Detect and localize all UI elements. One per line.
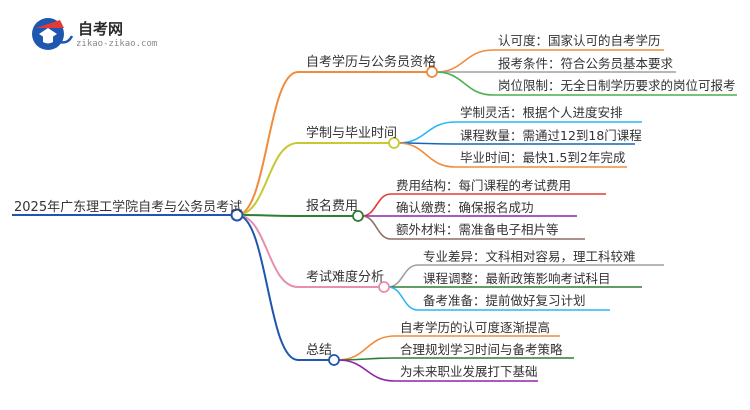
leaf-connector <box>397 142 627 168</box>
leaf-label[interactable]: 报考条件：符合公务员基本要求 <box>498 56 674 71</box>
leaf-label[interactable]: 备考准备：提前做好复习计划 <box>423 293 586 308</box>
branch-label-summary[interactable]: 总结 <box>306 343 333 358</box>
logo-icon <box>32 18 74 50</box>
leaf-label[interactable]: 为未来职业发展打下基础 <box>400 364 538 379</box>
branch-connector <box>236 71 299 216</box>
leaf-connector <box>361 215 585 240</box>
leaf-connector <box>387 286 610 311</box>
leaf-label[interactable]: 课程调整：最新政策影响考试科目 <box>423 271 611 286</box>
branch-node-dot <box>352 210 364 222</box>
leaf-connector <box>435 71 737 96</box>
leaf-label[interactable]: 课程数量：需通过12到18门课程 <box>460 128 642 143</box>
leaf-label[interactable]: 费用结构：每门课程的考试费用 <box>396 178 572 193</box>
root-node-dot <box>230 208 244 222</box>
leaf-label[interactable]: 学制灵活：根据个人进度安排 <box>460 105 623 120</box>
leaf-label[interactable]: 确认缴费：确保报名成功 <box>396 200 534 215</box>
leaf-connector <box>337 359 538 382</box>
leaf-label[interactable]: 额外材料：需准备电子相片等 <box>396 222 559 237</box>
branch-label-difficulty[interactable]: 考试难度分析 <box>306 270 385 285</box>
branch-label-duration[interactable]: 学制与毕业时间 <box>306 126 398 141</box>
branch-connector <box>236 214 299 288</box>
leaf-label[interactable]: 毕业时间：最快1.5到2年完成 <box>460 150 626 165</box>
site-logo[interactable]: 自考网 zikao-zikao.com <box>30 14 160 54</box>
leaf-label[interactable]: 自考学历的认可度逐渐提高 <box>400 320 551 335</box>
root-topic[interactable]: 2025年广东理工学院自考与公务员考试 <box>14 200 243 215</box>
leaf-label[interactable]: 认可度：国家认可的自考学历 <box>498 33 661 48</box>
leaf-label[interactable]: 合理规划学习时间与备考策略 <box>400 342 563 357</box>
branch-node-dot <box>378 281 390 293</box>
branch-node-dot <box>426 66 438 78</box>
branch-label-qualification[interactable]: 自考学历与公务员资格 <box>306 55 437 70</box>
leaf-connector <box>337 357 574 361</box>
branch-connector <box>236 214 299 217</box>
leaf-label[interactable]: 岗位限制：无全日制学历要求的岗位可报考 <box>498 78 736 93</box>
leaf-label[interactable]: 专业差异：文科相对容易，理工科较难 <box>423 249 636 264</box>
branch-node-dot <box>328 354 340 366</box>
logo-url-text: zikao-zikao.com <box>76 39 158 49</box>
branch-connector <box>236 214 299 361</box>
logo-brand-text: 自考网 <box>78 20 124 38</box>
branch-node-dot <box>388 137 400 149</box>
branch-label-fees[interactable]: 报名费用 <box>306 199 359 214</box>
branch-connector <box>236 142 299 216</box>
